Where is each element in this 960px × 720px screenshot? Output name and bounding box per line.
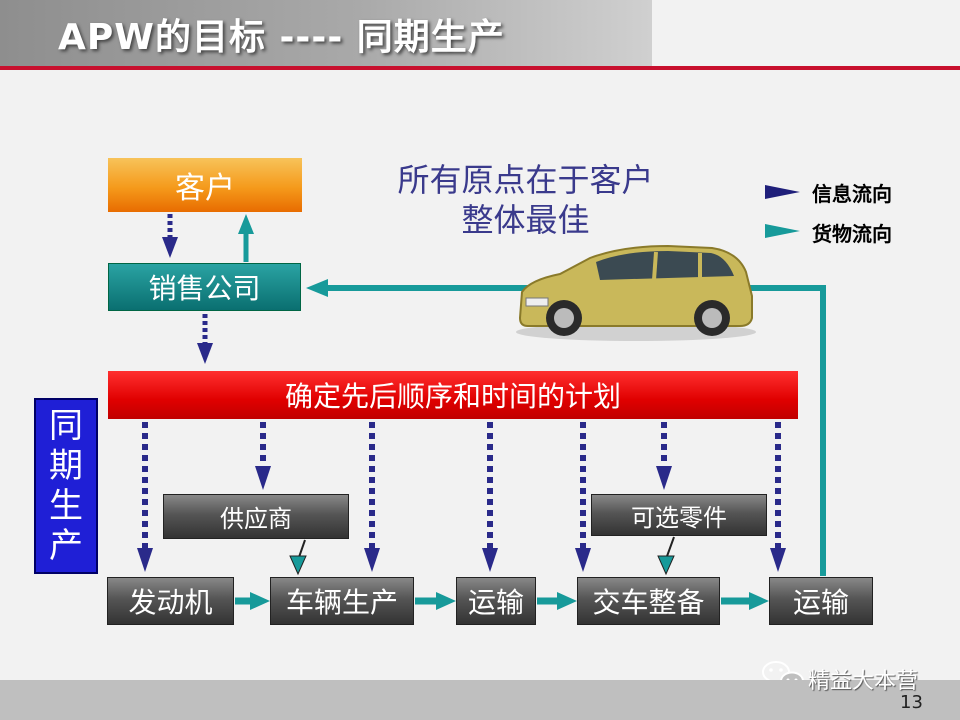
vehicle-production-box: 车辆生产 <box>270 577 414 625</box>
goods-arrow-supplier-to-vehicle <box>290 540 306 574</box>
goods-arrow-vehicle-to-transport <box>415 592 456 610</box>
info-arrow-plan-to-delivery <box>575 422 591 572</box>
brand-watermark: 精益大本营 <box>808 663 918 695</box>
schedule-plan-box: 确定先后顺序和时间的计划 <box>108 371 798 419</box>
sync-char-1: 同 <box>49 406 83 446</box>
transport-box-1: 运输 <box>456 577 536 625</box>
info-arrow-plan-to-engine <box>137 422 153 572</box>
info-arrow-plan-to-transport-1 <box>482 422 498 572</box>
info-arrow-plan-to-transport-2 <box>770 422 786 572</box>
sync-char-4: 产 <box>49 526 83 566</box>
sales-company-box: 销售公司 <box>108 263 301 311</box>
goods-arrow-delivery-to-transport <box>721 592 769 610</box>
supplier-box: 供应商 <box>163 494 349 539</box>
info-arrow-customer-to-sales <box>162 214 178 258</box>
motto-line-1: 所有原点在于客户 <box>378 160 673 200</box>
synchronized-production-label: 同 期 生 产 <box>34 398 98 574</box>
car-image <box>516 246 756 341</box>
goods-arrow-options-to-delivery <box>658 537 674 574</box>
customer-box: 客户 <box>108 158 302 212</box>
goods-arrow-transport-to-delivery <box>537 592 577 610</box>
page-number: 13 <box>900 692 923 713</box>
sync-char-2: 期 <box>49 446 83 486</box>
info-arrow-plan-to-supplier <box>255 422 271 490</box>
info-arrow-sales-to-plan <box>197 314 213 364</box>
motto-line-2: 整体最佳 <box>378 200 673 240</box>
motto-text: 所有原点在于客户 整体最佳 <box>378 160 673 240</box>
goods-arrow-sales-to-customer <box>238 214 254 262</box>
delivery-prep-box: 交车整备 <box>577 577 720 625</box>
legend-info-arrow <box>765 185 800 199</box>
transport-box-2: 运输 <box>769 577 873 625</box>
legend-goods-arrow <box>765 224 800 238</box>
legend-info-label: 信息流向 <box>812 178 892 207</box>
info-arrow-plan-to-vehicle <box>364 422 380 572</box>
optional-parts-box: 可选零件 <box>591 494 767 536</box>
info-arrow-plan-to-options <box>656 422 672 490</box>
sync-char-3: 生 <box>49 486 83 526</box>
legend-goods-label: 货物流向 <box>812 218 892 247</box>
engine-box: 发动机 <box>107 577 234 625</box>
goods-arrow-engine-to-vehicle <box>235 592 270 610</box>
